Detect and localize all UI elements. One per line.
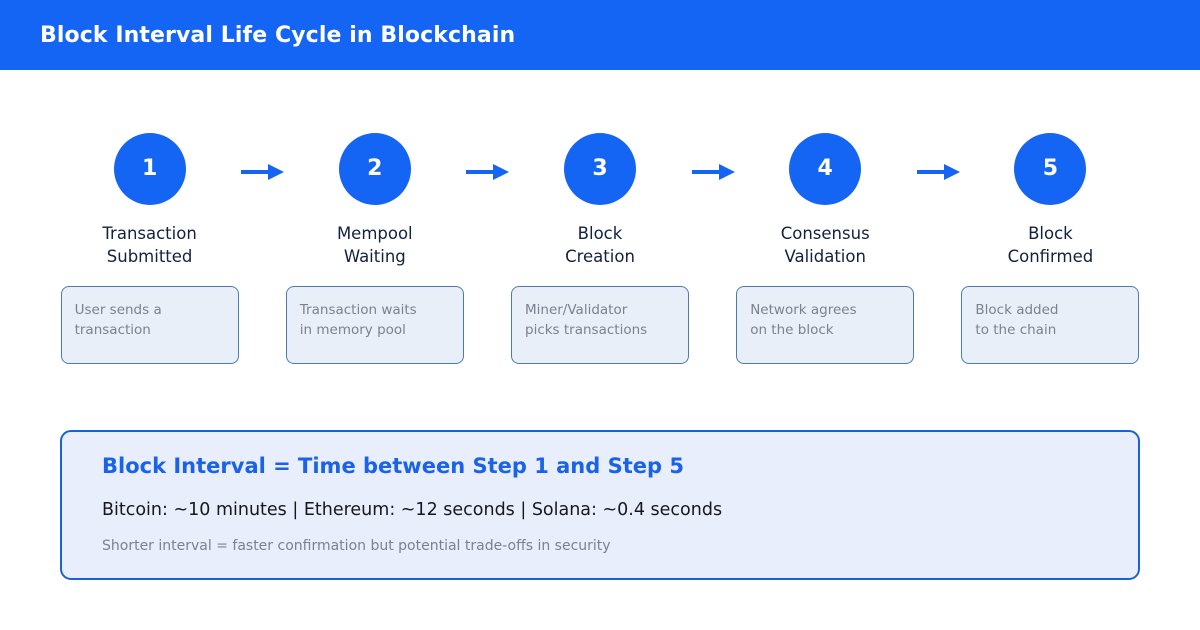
- step-number-badge: 1: [113, 133, 186, 205]
- block-interval-callout: Block Interval = Time between Step 1 and…: [60, 430, 1140, 580]
- step-label: Mempool Waiting: [336, 224, 413, 266]
- flow-step-4[interactable]: 4 Consensus Validation Network agrees on…: [736, 70, 915, 364]
- callout-metrics: Bitcoin: ~10 minutes | Ethereum: ~12 sec…: [102, 500, 723, 520]
- step-label: Block Confirmed: [1007, 224, 1094, 266]
- arrow-right-icon: [464, 162, 510, 182]
- arrow-right-icon: [690, 162, 736, 182]
- arrow-right-icon: [239, 162, 285, 182]
- step-label: Block Creation: [565, 224, 635, 266]
- page-title: Block Interval Life Cycle in Blockchain: [40, 22, 516, 48]
- callout-note: Shorter interval = faster confirmation b…: [102, 538, 611, 554]
- step-number-badge: 3: [564, 133, 636, 205]
- arrow-right-icon: [915, 162, 961, 182]
- step-description-box: Block added to the chain: [961, 286, 1140, 364]
- flow-step-3[interactable]: 3 Block Creation Miner/Validator picks t…: [510, 70, 689, 364]
- step-description-box: Transaction waits in memory pool: [285, 286, 464, 364]
- flow-step-2[interactable]: 2 Mempool Waiting Transaction waits in m…: [285, 70, 464, 364]
- callout-title: Block Interval = Time between Step 1 and…: [102, 454, 684, 478]
- step-number-badge: 2: [338, 133, 411, 205]
- lifecycle-flow: 1 Transaction Submitted User sends a tra…: [0, 70, 1200, 410]
- step-number-badge: 4: [789, 133, 862, 205]
- flow-steps-row: 1 Transaction Submitted User sends a tra…: [60, 70, 1140, 410]
- step-number-badge: 5: [1014, 133, 1087, 205]
- step-label: Transaction Submitted: [102, 224, 197, 266]
- flow-step-1[interactable]: 1 Transaction Submitted User sends a tra…: [60, 70, 239, 364]
- step-description-box: User sends a transaction: [60, 286, 239, 364]
- step-description-box: Network agrees on the block: [736, 286, 915, 364]
- step-label: Consensus Validation: [780, 224, 870, 266]
- header-bar: Block Interval Life Cycle in Blockchain: [0, 0, 1200, 70]
- step-description-box: Miner/Validator picks transactions: [511, 286, 689, 364]
- flow-step-5[interactable]: 5 Block Confirmed Block added to the cha…: [961, 70, 1140, 364]
